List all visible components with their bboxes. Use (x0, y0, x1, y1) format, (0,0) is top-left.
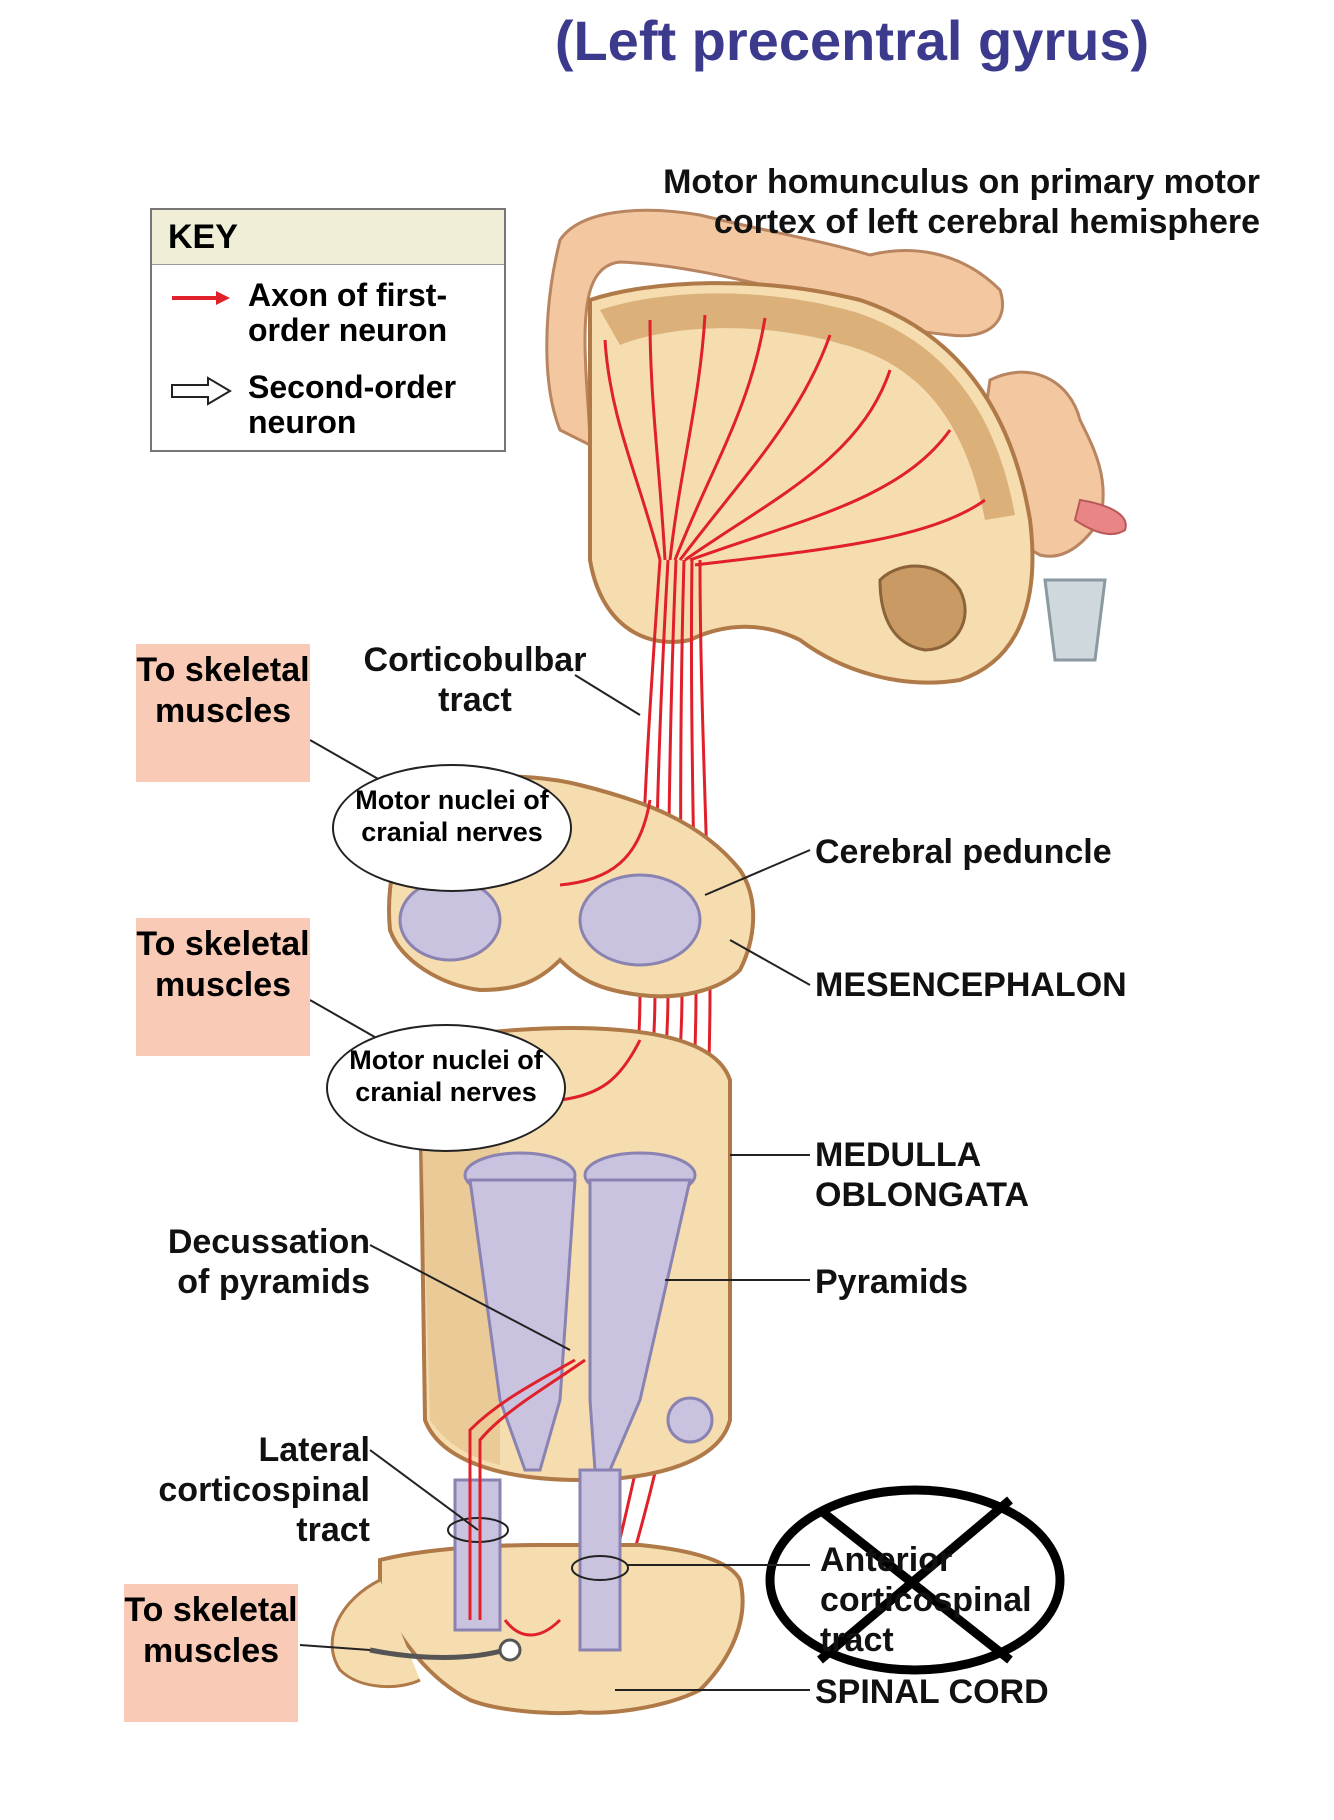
anterior-tract-column (578, 1468, 622, 1652)
homunculus-tongue (1073, 498, 1127, 536)
label-anterior-corticospinal-tract: Anterior corticospinal tract (820, 1541, 1032, 1659)
cranial-nucleus-axons (503, 799, 652, 1637)
decussating-axons (468, 1358, 586, 1620)
right-cerebral-peduncle (578, 873, 702, 967)
page-title: (Left precentral gyrus) (554, 9, 1150, 72)
olive (666, 1396, 714, 1444)
spinal-nerve-root (330, 1578, 421, 1689)
key-heading: KEY (152, 210, 504, 265)
label-spinal-cord: SPINAL CORD (815, 1673, 1049, 1711)
skeletal-muscles-box-3: To skeletal muscles (124, 1584, 298, 1722)
homunculus-arm (545, 208, 1005, 448)
lateral-tract-column (453, 1478, 502, 1632)
key-item-second-order-label: Second-order neuron (248, 369, 457, 440)
spinal-cord-slice (378, 1543, 745, 1716)
red-arrow-icon (172, 291, 230, 305)
skeletal-muscles-box-1: To skeletal muscles (136, 644, 310, 782)
label-medulla-oblongata: MEDULLA OBLONGATA (815, 1136, 1030, 1214)
motor-nuclei-oval-mesencephalon: Motor nuclei of cranial nerves (332, 764, 572, 892)
label-cerebral-peduncle: Cerebral peduncle (815, 833, 1112, 871)
anterior-tract-cross-line-2 (817, 1496, 1013, 1664)
label-pyramids: Pyramids (815, 1263, 969, 1301)
left-cerebral-peduncle (398, 878, 502, 962)
label-decussation-of-pyramids: Decussation of pyramids (167, 1223, 370, 1301)
larynx (1043, 578, 1107, 662)
hollow-arrow-icon (171, 376, 232, 406)
key-item-first-order-label: Axon of first-order neuron (248, 277, 448, 348)
label-corticobulbar-tract: Corticobulbar tract (363, 641, 587, 719)
leader-lines (299, 674, 811, 1691)
label-motor-homunculus: Motor homunculus on primary motor cortex… (663, 163, 1260, 241)
second-order-neuron-soma (498, 1638, 522, 1662)
second-order-neuron (369, 1647, 506, 1660)
cortex-sulcus (878, 564, 967, 652)
first-order-axons-cortex (603, 314, 986, 567)
label-lateral-corticospinal-tract: Lateral corticospinal tract (158, 1431, 370, 1549)
cortex-gray-matter (600, 293, 1015, 520)
motor-nuclei-oval-medulla: Motor nuclei of cranial nerves (326, 1024, 566, 1152)
label-mesencephalon: MESENCEPHALON (815, 966, 1127, 1004)
skeletal-muscles-box-2: To skeletal muscles (136, 918, 310, 1056)
anterior-tract-ring (571, 1555, 629, 1581)
lateral-tract-ring (447, 1517, 509, 1543)
anterior-tract-cross-circle (765, 1485, 1065, 1675)
key-legend: KEY Axon of first-order neuron Second-or… (150, 208, 506, 452)
